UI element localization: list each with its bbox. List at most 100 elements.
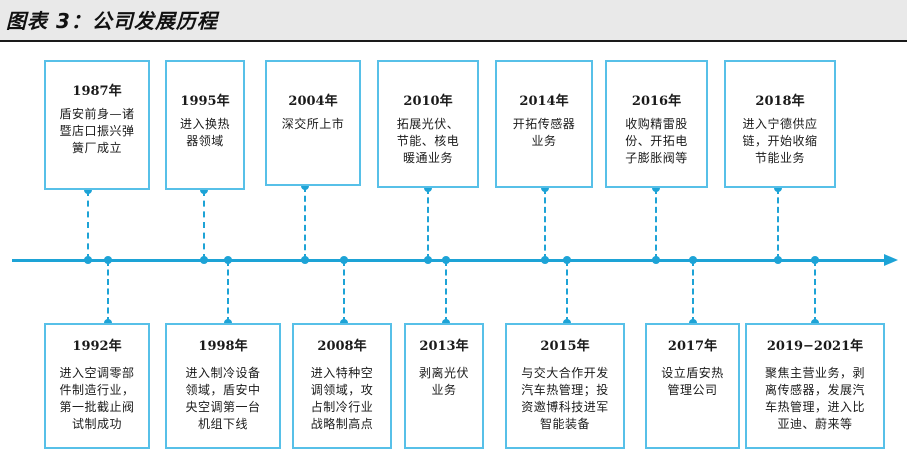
milestone-box: 1987年盾安前身—诸暨店口振兴弹簧厂成立 bbox=[44, 60, 150, 190]
milestone-description-line: 汽车热管理；投 bbox=[521, 383, 609, 397]
milestone-description-line: 份、开拓电 bbox=[625, 134, 688, 148]
milestone-box: 2016年收购精雷股份、开拓电子膨胀阀等 bbox=[605, 60, 708, 188]
milestone-year: 2010年 bbox=[403, 94, 453, 109]
milestone-year: 2013年 bbox=[419, 339, 469, 354]
milestone-description-line: 调领域，攻 bbox=[310, 383, 374, 397]
milestone-description-line: 业务 bbox=[431, 383, 457, 397]
milestone-box: 2013年剥离光伏业务 bbox=[404, 323, 484, 449]
milestone-axis-dot bbox=[563, 256, 571, 264]
milestone-year: 2018年 bbox=[755, 94, 805, 109]
milestone-description-line: 设立盾安热 bbox=[661, 366, 724, 380]
milestone-connector bbox=[427, 188, 429, 260]
milestone-axis-dot bbox=[84, 256, 92, 264]
milestone-connector bbox=[227, 260, 229, 323]
milestone-connector bbox=[814, 260, 816, 323]
milestone-connector bbox=[343, 260, 345, 323]
milestone-description-line: 离传感器，发展汽 bbox=[764, 383, 865, 397]
milestone-axis-dot bbox=[689, 256, 697, 264]
milestone-year: 2016年 bbox=[631, 94, 682, 109]
milestone-connector bbox=[544, 188, 546, 260]
milestone-box: 2015年与交大合作开发汽车热管理；投资邀博科技进军智能装备 bbox=[505, 323, 625, 449]
milestone-axis-dot bbox=[652, 256, 660, 264]
milestone-year: 1998年 bbox=[198, 339, 248, 354]
milestone-description-line: 领域，盾安中 bbox=[185, 383, 261, 397]
milestone-description: 进入宁德供应链，开始收缩节能业务 bbox=[742, 116, 817, 167]
milestone-box-dot bbox=[424, 184, 432, 192]
milestone-box-dot bbox=[652, 184, 660, 192]
milestone-box-dot bbox=[774, 184, 782, 192]
milestone-box: 2010年拓展光伏、节能、核电暖通业务 bbox=[377, 60, 479, 188]
milestone-box: 1998年进入制冷设备领域，盾安中央空调第一台机组下线 bbox=[165, 323, 281, 449]
milestone-description-line: 暨店口振兴弹 bbox=[59, 124, 135, 138]
milestone-description-line: 进入特种空 bbox=[310, 366, 374, 380]
milestone-description: 深交所上市 bbox=[282, 116, 345, 133]
milestone-description: 进入换热器领域 bbox=[180, 116, 230, 150]
milestone-description-line: 进入制冷设备 bbox=[185, 366, 261, 380]
milestone-box: 2004年深交所上市 bbox=[265, 60, 361, 186]
milestone-description-line: 暖通业务 bbox=[402, 151, 453, 165]
milestone-description-line: 深交所上市 bbox=[281, 117, 345, 131]
header-rule bbox=[0, 40, 907, 42]
milestone-description: 进入空调零部件制造行业， 第一批截止阀试制成功 bbox=[59, 365, 134, 433]
milestone-description-line: 聚焦主营业务，剥 bbox=[764, 366, 865, 380]
milestone-axis-dot bbox=[200, 256, 208, 264]
milestone-description-line: 进入宁德供应 bbox=[742, 117, 818, 131]
milestone-description: 开拓传感器业务 bbox=[513, 116, 576, 150]
milestone-description-line: 进入换热 bbox=[179, 117, 230, 131]
milestone-description-line: 开拓传感器 bbox=[512, 117, 576, 131]
milestone-description-line: 进入空调零部 bbox=[59, 366, 135, 380]
milestone-connector bbox=[655, 188, 657, 260]
timeline-arrow-icon bbox=[884, 254, 898, 266]
milestone-connector bbox=[304, 186, 306, 260]
milestone-description: 与交大合作开发汽车热管理；投资邀博科技进军智能装备 bbox=[521, 365, 609, 433]
milestone-axis-dot bbox=[424, 256, 432, 264]
milestone-description-line: 亚迪、蔚来等 bbox=[777, 417, 853, 431]
milestone-description-line: 子膨胀阀等 bbox=[625, 151, 688, 165]
milestone-box-dot bbox=[84, 186, 92, 194]
milestone-axis-dot bbox=[541, 256, 549, 264]
milestone-connector bbox=[87, 190, 89, 260]
milestone-description-line: 器领域 bbox=[186, 134, 224, 148]
milestone-axis-dot bbox=[340, 256, 348, 264]
milestone-year: 2004年 bbox=[288, 94, 338, 109]
milestone-description-line: 与交大合作开发 bbox=[521, 366, 609, 380]
milestone-description-line: 第一批截止阀 bbox=[59, 400, 135, 414]
milestone-axis-dot bbox=[301, 256, 309, 264]
milestone-description-line: 剥离光伏 bbox=[418, 366, 469, 380]
milestone-description-line: 拓展光伏、 bbox=[396, 117, 460, 131]
milestone-description-line: 央空调第一台 bbox=[185, 400, 261, 414]
milestone-description-line: 智能装备 bbox=[539, 417, 590, 431]
timeline-axis bbox=[12, 259, 888, 262]
figure-header: 图表 3：公司发展历程 bbox=[0, 0, 907, 40]
milestone-box: 2008年进入特种空调领域，攻占制冷行业战略制高点 bbox=[292, 323, 392, 449]
milestone-description: 盾安前身—诸暨店口振兴弹簧厂成立 bbox=[59, 106, 134, 157]
milestone-description: 收购精雷股份、开拓电子膨胀阀等 bbox=[625, 116, 688, 167]
milestone-box: 2017年设立盾安热管理公司 bbox=[645, 323, 740, 449]
milestone-year: 2014年 bbox=[519, 94, 569, 109]
milestone-axis-dot bbox=[774, 256, 782, 264]
milestone-description-line: 管理公司 bbox=[667, 383, 718, 397]
milestone-year: 2015年 bbox=[540, 339, 590, 354]
milestone-year: 1992年 bbox=[72, 339, 122, 354]
milestone-connector bbox=[777, 188, 779, 260]
milestone-box: 2018年进入宁德供应链，开始收缩节能业务 bbox=[724, 60, 836, 188]
milestone-connector bbox=[692, 260, 694, 323]
milestone-description: 设立盾安热管理公司 bbox=[661, 365, 724, 399]
milestone-description-line: 盾安前身—诸 bbox=[59, 107, 135, 121]
milestone-description: 进入特种空调领域，攻占制冷行业战略制高点 bbox=[311, 365, 374, 433]
milestone-axis-dot bbox=[224, 256, 232, 264]
milestone-description-line: 收购精雷股 bbox=[625, 117, 688, 131]
milestone-box: 2014年开拓传感器业务 bbox=[495, 60, 593, 188]
milestone-year: 2017年 bbox=[667, 339, 718, 354]
milestone-description-line: 占制冷行业 bbox=[310, 400, 374, 414]
milestone-description: 聚焦主营业务，剥离传感器，发展汽车热管理，进入比亚迪、蔚来等 bbox=[765, 365, 865, 433]
milestone-description-line: 试制成功 bbox=[71, 417, 122, 431]
milestone-connector bbox=[203, 190, 205, 260]
figure-title: 图表 3：公司发展历程 bbox=[6, 9, 218, 33]
milestone-description-line: 战略制高点 bbox=[310, 417, 374, 431]
milestone-description: 拓展光伏、节能、核电暖通业务 bbox=[397, 116, 460, 167]
milestone-description-line: 件制造行业， bbox=[59, 383, 135, 397]
milestone-box: 1992年进入空调零部件制造行业， 第一批截止阀试制成功 bbox=[44, 323, 150, 449]
milestone-box: 2019−2021年聚焦主营业务，剥离传感器，发展汽车热管理，进入比亚迪、蔚来等 bbox=[745, 323, 885, 449]
milestone-axis-dot bbox=[104, 256, 112, 264]
